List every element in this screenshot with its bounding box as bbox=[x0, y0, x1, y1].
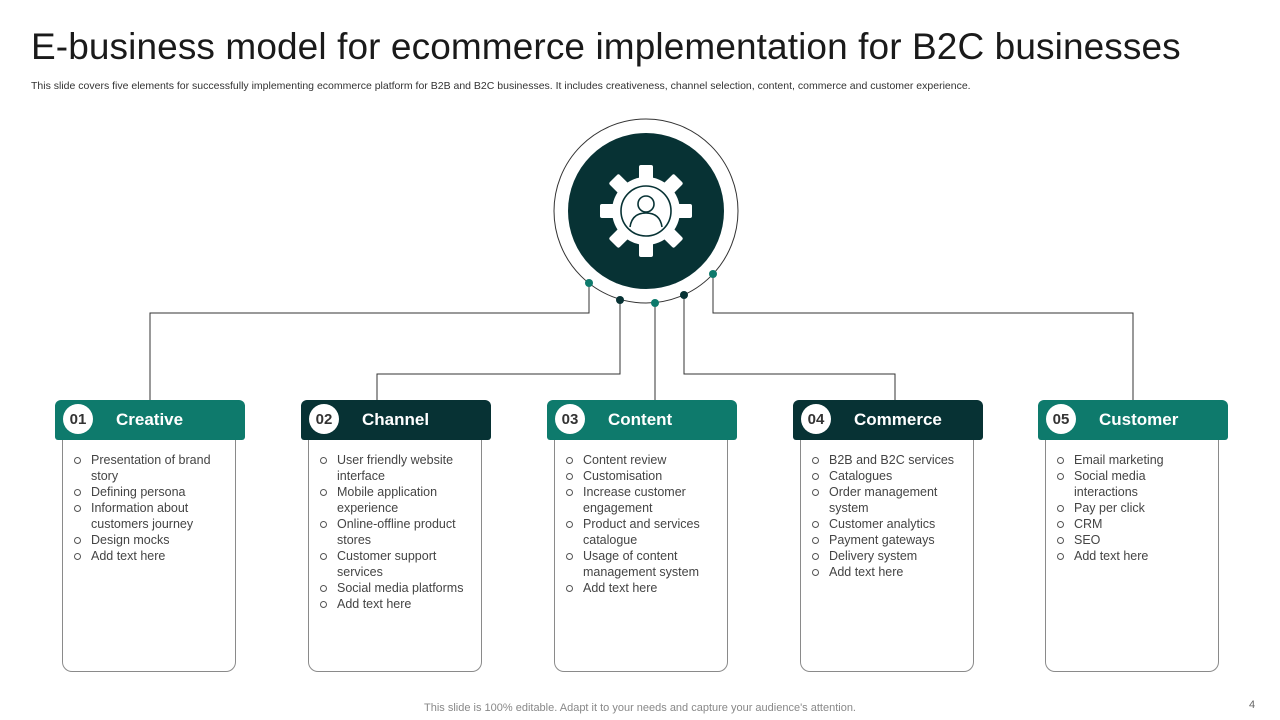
list-item: Customer analytics bbox=[811, 516, 965, 532]
list-item: Add text here bbox=[565, 580, 719, 596]
footer-note: This slide is 100% editable. Adapt it to… bbox=[424, 702, 856, 714]
list-item: Social media platforms bbox=[319, 580, 473, 596]
list-item: Delivery system bbox=[811, 548, 965, 564]
card-title: Channel bbox=[362, 410, 430, 429]
list-item: User friendly website interface bbox=[319, 452, 473, 484]
ring-dot-4 bbox=[680, 291, 688, 299]
list-item: Increase customer engagement bbox=[565, 484, 719, 516]
list-item: Social media interactions bbox=[1056, 468, 1210, 500]
list-item: Order management system bbox=[811, 484, 965, 516]
list-item: Pay per click bbox=[1056, 500, 1210, 516]
list-item: Catalogues bbox=[811, 468, 965, 484]
ring-dot-1 bbox=[585, 279, 593, 287]
list-item: Usage of content management system bbox=[565, 548, 719, 580]
card-header: 04 Commerce bbox=[793, 400, 983, 440]
card-number-badge: 04 bbox=[801, 404, 831, 434]
card-header: 01 Creative bbox=[55, 400, 245, 440]
card-body: User friendly website interface Mobile a… bbox=[308, 440, 482, 672]
list-item: Customisation bbox=[565, 468, 719, 484]
card-body: Email marketing Social media interaction… bbox=[1045, 440, 1219, 672]
list-item: Presentation of brand story bbox=[73, 452, 227, 484]
list-item: Online-offline product stores bbox=[319, 516, 473, 548]
list-item: Mobile application experience bbox=[319, 484, 473, 516]
list-item: B2B and B2C services bbox=[811, 452, 965, 468]
connector-line-2 bbox=[376, 300, 621, 400]
card-number-badge: 02 bbox=[309, 404, 339, 434]
page-number: 4 bbox=[1249, 699, 1256, 711]
card-number-badge: 01 bbox=[63, 404, 93, 434]
list-item: Payment gateways bbox=[811, 532, 965, 548]
ring-dot-2 bbox=[616, 296, 624, 304]
card-body: Presentation of brand story Defining per… bbox=[62, 440, 236, 672]
connector-line-4 bbox=[683, 295, 896, 400]
ring-dot-3 bbox=[651, 299, 659, 307]
card-title: Creative bbox=[116, 410, 184, 429]
card-title: Customer bbox=[1099, 410, 1179, 429]
list-item: Add text here bbox=[73, 548, 227, 564]
list-item: Design mocks bbox=[73, 532, 227, 548]
list-item: Content review bbox=[565, 452, 719, 468]
list-item: Email marketing bbox=[1056, 452, 1210, 468]
list-item: Add text here bbox=[1056, 548, 1210, 564]
card-header: 05 Customer bbox=[1038, 400, 1228, 440]
element-card-content: Content review Customisation Increase cu… bbox=[547, 400, 737, 674]
element-card-channel: User friendly website interface Mobile a… bbox=[301, 400, 491, 674]
list-item: Information about customers journey bbox=[73, 500, 227, 532]
card-header: 02 Channel bbox=[301, 400, 491, 440]
element-card-creative: Presentation of brand story Defining per… bbox=[55, 400, 245, 674]
card-number-badge: 05 bbox=[1046, 404, 1076, 434]
card-number-badge: 03 bbox=[555, 404, 585, 434]
card-body: Content review Customisation Increase cu… bbox=[554, 440, 728, 672]
card-body: B2B and B2C services Catalogues Order ma… bbox=[800, 440, 974, 672]
element-card-customer: Email marketing Social media interaction… bbox=[1038, 400, 1228, 674]
slide-title: E-business model for ecommerce implement… bbox=[31, 26, 1181, 67]
slide-subtitle: This slide covers five elements for succ… bbox=[31, 80, 971, 92]
element-card-commerce: B2B and B2C services Catalogues Order ma… bbox=[793, 400, 983, 674]
connector-line-1 bbox=[149, 283, 590, 400]
list-item: CRM bbox=[1056, 516, 1210, 532]
card-title: Content bbox=[608, 410, 673, 429]
list-item: Add text here bbox=[811, 564, 965, 580]
list-item: Product and services catalogue bbox=[565, 516, 719, 548]
card-header: 03 Content bbox=[547, 400, 737, 440]
list-item: Add text here bbox=[319, 596, 473, 612]
list-item: SEO bbox=[1056, 532, 1210, 548]
list-item: Customer support services bbox=[319, 548, 473, 580]
gear-with-user-icon bbox=[600, 165, 692, 257]
ring-dot-5 bbox=[709, 270, 717, 278]
connector-line-5 bbox=[712, 274, 1134, 400]
card-title: Commerce bbox=[854, 410, 942, 429]
list-item: Defining persona bbox=[73, 484, 227, 500]
